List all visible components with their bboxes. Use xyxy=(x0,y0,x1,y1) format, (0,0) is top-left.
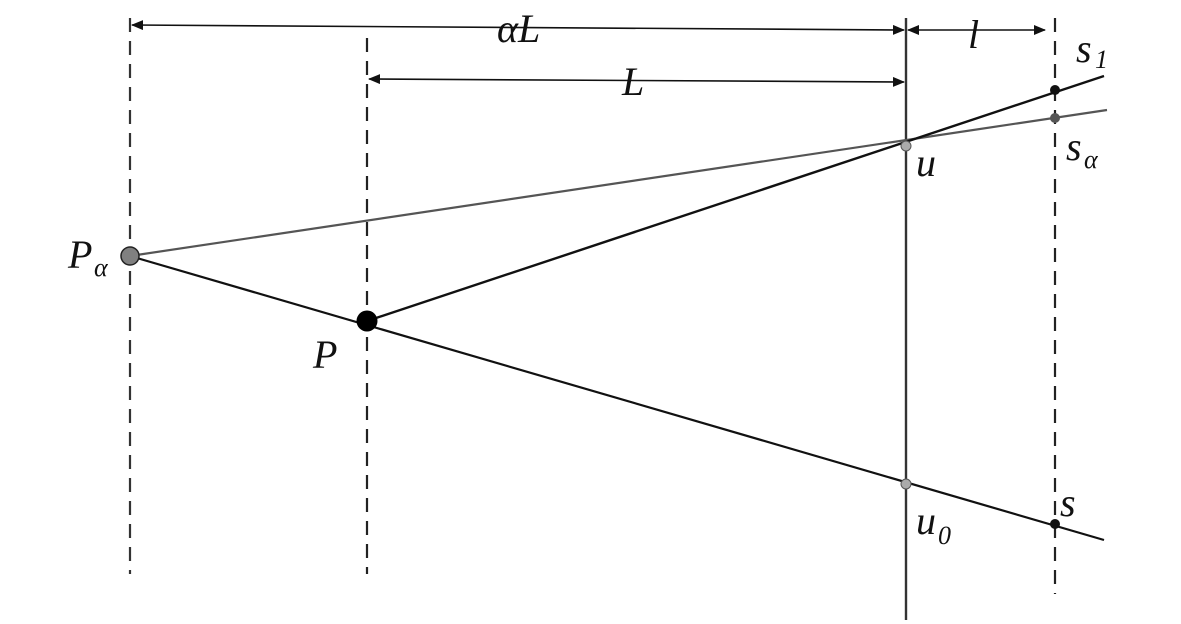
label-s-alpha: s xyxy=(1066,124,1082,169)
point-s1 xyxy=(1050,85,1060,95)
ray-p-to-s1 xyxy=(366,74,1105,323)
point-s xyxy=(1050,519,1060,529)
label-s1: s xyxy=(1076,26,1092,71)
point-s-alpha xyxy=(1050,113,1060,123)
label-p-alpha: P xyxy=(67,232,92,277)
label-l-lower: l xyxy=(968,12,979,57)
label-alpha-l: αL xyxy=(497,6,540,51)
label-p: P xyxy=(312,332,337,377)
label-p-alpha-subscript: α xyxy=(94,253,109,282)
point-u xyxy=(900,140,912,152)
point-u0 xyxy=(900,478,912,490)
label-s: s xyxy=(1060,480,1076,525)
label-u0: u xyxy=(916,498,936,543)
dimension-arrow-alpha-l xyxy=(131,20,905,35)
dimension-arrow-l-upper xyxy=(368,74,905,87)
point-p-alpha xyxy=(120,246,140,266)
label-l-upper: L xyxy=(621,59,644,104)
point-p xyxy=(356,310,378,332)
ray-p-alpha-to-s xyxy=(129,254,1105,542)
label-s1-subscript: 1 xyxy=(1095,45,1108,74)
label-u: u xyxy=(916,140,936,185)
label-s-alpha-subscript: α xyxy=(1084,145,1099,174)
label-u0-subscript: 0 xyxy=(938,521,951,550)
ray-p-alpha-to-s-alpha xyxy=(129,108,1108,258)
